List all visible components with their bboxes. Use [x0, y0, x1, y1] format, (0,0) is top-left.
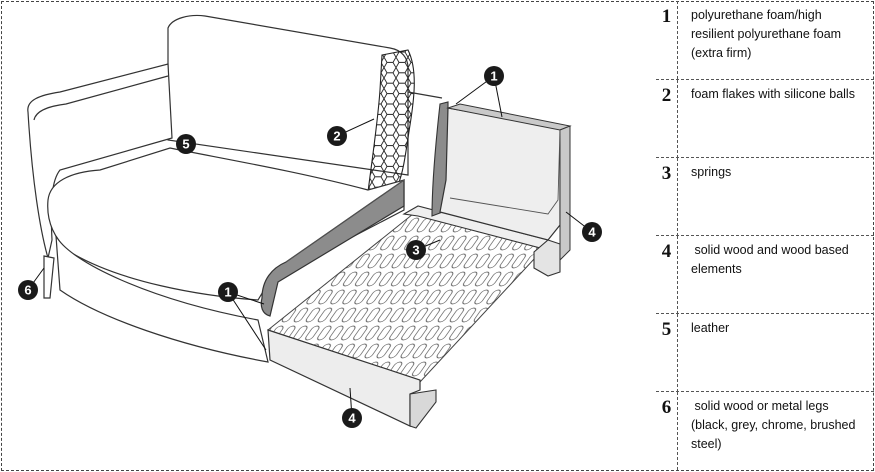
- callout-1-top: 1: [484, 66, 504, 86]
- legend-row: 5 leather: [656, 313, 874, 392]
- svg-text:4: 4: [588, 225, 596, 240]
- legend-row: 2 foam flakes with silicone balls: [656, 79, 874, 158]
- legend-row: 3 springs: [656, 157, 874, 236]
- sofa-diagram: 1 2 5 3 4 1 6 4: [0, 0, 656, 470]
- callout-2: 2: [327, 126, 347, 146]
- svg-text:1: 1: [490, 69, 497, 84]
- legend-row: 4 solid wood and wood based elements: [656, 235, 874, 314]
- svg-text:5: 5: [182, 137, 189, 152]
- sofa-back: [168, 16, 408, 176]
- legend-number: 4: [656, 236, 678, 314]
- callout-4-right: 4: [582, 222, 602, 242]
- legend-number: 5: [656, 314, 678, 392]
- legend-text: springs: [691, 163, 866, 182]
- legend-number: 2: [656, 80, 678, 158]
- svg-text:3: 3: [412, 243, 419, 258]
- legend-number: 1: [656, 1, 678, 79]
- svg-text:2: 2: [333, 129, 340, 144]
- svg-text:6: 6: [24, 283, 31, 298]
- callout-5: 5: [176, 134, 196, 154]
- legend-table: 1 polyurethane foam/high resilient polyu…: [656, 1, 874, 469]
- legend-text: leather: [691, 319, 866, 338]
- legend-row: 1 polyurethane foam/high resilient polyu…: [656, 1, 874, 79]
- legend-text: foam flakes with silicone balls: [691, 85, 866, 104]
- callout-1-front: 1: [218, 282, 238, 302]
- callout-4-front: 4: [342, 408, 362, 428]
- legend-number: 6: [656, 392, 678, 470]
- legend-row: 6 solid wood or metal legs (black, grey,…: [656, 391, 874, 470]
- callout-6: 6: [18, 280, 38, 300]
- legend-text: polyurethane foam/high resilient polyure…: [691, 6, 866, 63]
- svg-text:1: 1: [224, 285, 231, 300]
- legend-number: 3: [656, 158, 678, 236]
- sofa-leg: [44, 256, 54, 298]
- legend-text: solid wood or metal legs (black, grey, c…: [691, 397, 866, 454]
- legend-text: solid wood and wood based elements: [691, 241, 866, 279]
- callout-3: 3: [406, 240, 426, 260]
- svg-text:4: 4: [348, 411, 356, 426]
